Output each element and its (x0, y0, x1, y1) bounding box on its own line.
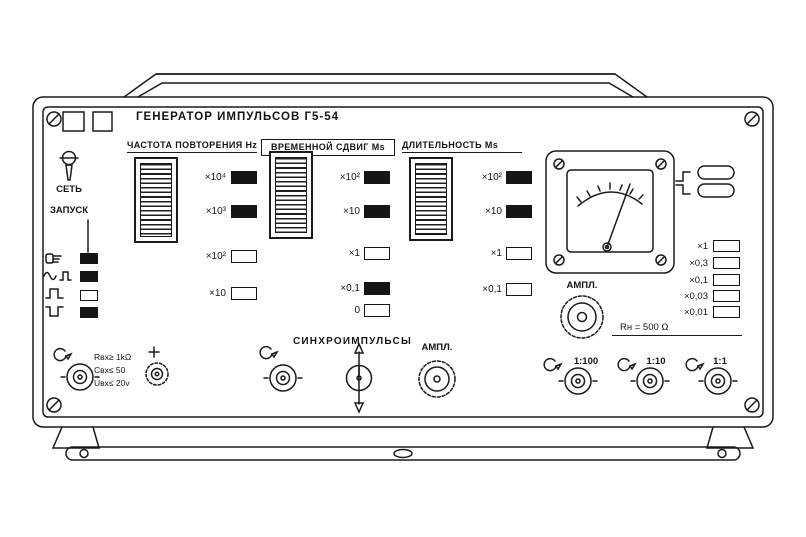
time-shift-multiplier-label: 0 (354, 305, 360, 316)
analog-meter (545, 150, 675, 274)
time-shift-multiplier-button[interactable] (364, 205, 390, 218)
time-shift-dial-window (269, 151, 313, 239)
output-amplitude-label: АМПЛ. (566, 280, 598, 291)
section-label-time-shift: ВРЕМЕННОЙ СДВИГ Ms (261, 139, 395, 156)
attenuator-label: ×0,3 (689, 258, 708, 269)
sync-section-label: СИНХРОИМПУЛЬСЫ (293, 336, 412, 347)
carry-handle-icon (123, 73, 648, 98)
sync-output-connector[interactable] (263, 364, 303, 392)
duration-dial-window (409, 157, 453, 241)
section-label-duration: ДЛИТЕЛЬНОСТЬ Ms (402, 140, 522, 153)
negative-pulse-icon (45, 306, 64, 317)
output-ratio-label-1-100: 1:100 (573, 356, 599, 367)
frequency-multiplier-label: ×10 (209, 288, 226, 299)
pulse-step-icon (675, 171, 691, 195)
output-load-label: Rн = 500 Ω (612, 322, 742, 336)
arc-arrow-icon (259, 345, 279, 360)
duration-multiplier-label: ×10² (481, 172, 502, 183)
duration-multiplier-label: ×1 (490, 248, 502, 259)
time-shift-multiplier-button[interactable] (364, 171, 390, 184)
output-ratio-label-1-10: 1:10 (646, 356, 666, 367)
fuse-holder (697, 165, 735, 198)
attenuator-button[interactable] (713, 274, 740, 286)
output-connector-1-1[interactable] (698, 367, 738, 395)
base-feet (51, 426, 755, 461)
sine-square-wave-icon (43, 271, 72, 281)
corner-screw-icon (46, 111, 760, 413)
duration-multiplier-label: ×0,1 (482, 284, 502, 295)
duration-multiplier-button[interactable] (506, 171, 532, 184)
trigger-mode-button-manual[interactable] (80, 253, 98, 264)
attenuator-label: ×0,03 (683, 291, 708, 302)
arc-arrow-icon (543, 357, 563, 372)
page-title: ГЕНЕРАТОР ИМПУЛЬСОВ Г5-54 (136, 111, 339, 123)
time-shift-multiplier-button[interactable] (364, 282, 390, 295)
hand-icon (45, 253, 62, 264)
frequency-multiplier-label: ×10² (205, 251, 226, 262)
duration-multiplier-button[interactable] (506, 205, 532, 218)
ground-terminal[interactable] (145, 362, 169, 386)
input-spec-r: Rвх≥ 1kΩ (94, 352, 132, 362)
arc-arrow-icon (617, 357, 637, 372)
time-shift-multiplier-button[interactable] (364, 304, 390, 317)
frequency-multiplier-label: ×10³ (205, 206, 226, 217)
frequency-multiplier-button[interactable] (231, 171, 257, 184)
arc-arrow-icon (685, 357, 705, 372)
time-shift-multiplier-button[interactable] (364, 247, 390, 260)
sync-amplitude-knob[interactable] (418, 360, 456, 398)
sync-amplitude-label: АМПЛ. (421, 342, 453, 353)
attenuator-button[interactable] (713, 306, 740, 318)
meter-needle (602, 183, 631, 252)
frequency-dial-scale (140, 163, 172, 237)
output-ratio-label-1-1: 1:1 (713, 356, 727, 367)
power-label: СЕТЬ (56, 184, 82, 195)
duration-multiplier-button[interactable] (506, 247, 532, 260)
output-connector-1-100[interactable] (558, 367, 598, 395)
trigger-mode-button-pulse-negative[interactable] (80, 307, 98, 318)
input-spec-u: Uвх≤ 20v (94, 378, 130, 388)
plus-icon (148, 346, 160, 358)
trigger-label: ЗАПУСК (49, 205, 89, 216)
attenuator-button[interactable] (713, 290, 740, 302)
time-shift-multiplier-label: ×0,1 (340, 283, 360, 294)
frequency-multiplier-button[interactable] (231, 287, 257, 300)
frequency-multiplier-button[interactable] (231, 250, 257, 263)
duration-multiplier-label: ×10 (485, 206, 502, 217)
frequency-multiplier-label: ×10⁴ (204, 172, 226, 183)
attenuator-button[interactable] (713, 240, 740, 252)
output-connector-1-10[interactable] (630, 367, 670, 395)
attenuator-label: ×1 (697, 241, 708, 252)
frequency-dial-window (134, 157, 178, 243)
duration-multiplier-button[interactable] (506, 283, 532, 296)
attenuator-label: ×0,1 (689, 275, 708, 286)
section-label-frequency: ЧАСТОТА ПОВТОРЕНИЯ Hz (127, 140, 257, 153)
power-toggle[interactable] (59, 150, 79, 181)
output-amplitude-knob[interactable] (560, 295, 604, 339)
duration-dial-scale (415, 163, 447, 235)
arc-arrow-icon (53, 347, 73, 362)
attenuator-button[interactable] (713, 257, 740, 269)
trigger-mode-button-sine-square[interactable] (80, 271, 98, 282)
trigger-mode-button-pulse-positive[interactable] (80, 290, 98, 301)
attenuator-label: ×0,01 (683, 307, 708, 318)
case-outline (32, 96, 774, 428)
time-shift-dial-scale (275, 157, 307, 233)
trigger-input-connector[interactable] (60, 363, 100, 391)
indicator-window (62, 111, 113, 132)
positive-pulse-icon (45, 288, 64, 299)
time-shift-multiplier-label: ×10 (343, 206, 360, 217)
time-shift-multiplier-label: ×10² (339, 172, 360, 183)
frequency-multiplier-button[interactable] (231, 205, 257, 218)
input-spec-c: Свх≤ 50 (94, 365, 126, 375)
time-shift-multiplier-label: ×1 (348, 248, 360, 259)
sync-polarity-switch[interactable] (345, 342, 373, 414)
